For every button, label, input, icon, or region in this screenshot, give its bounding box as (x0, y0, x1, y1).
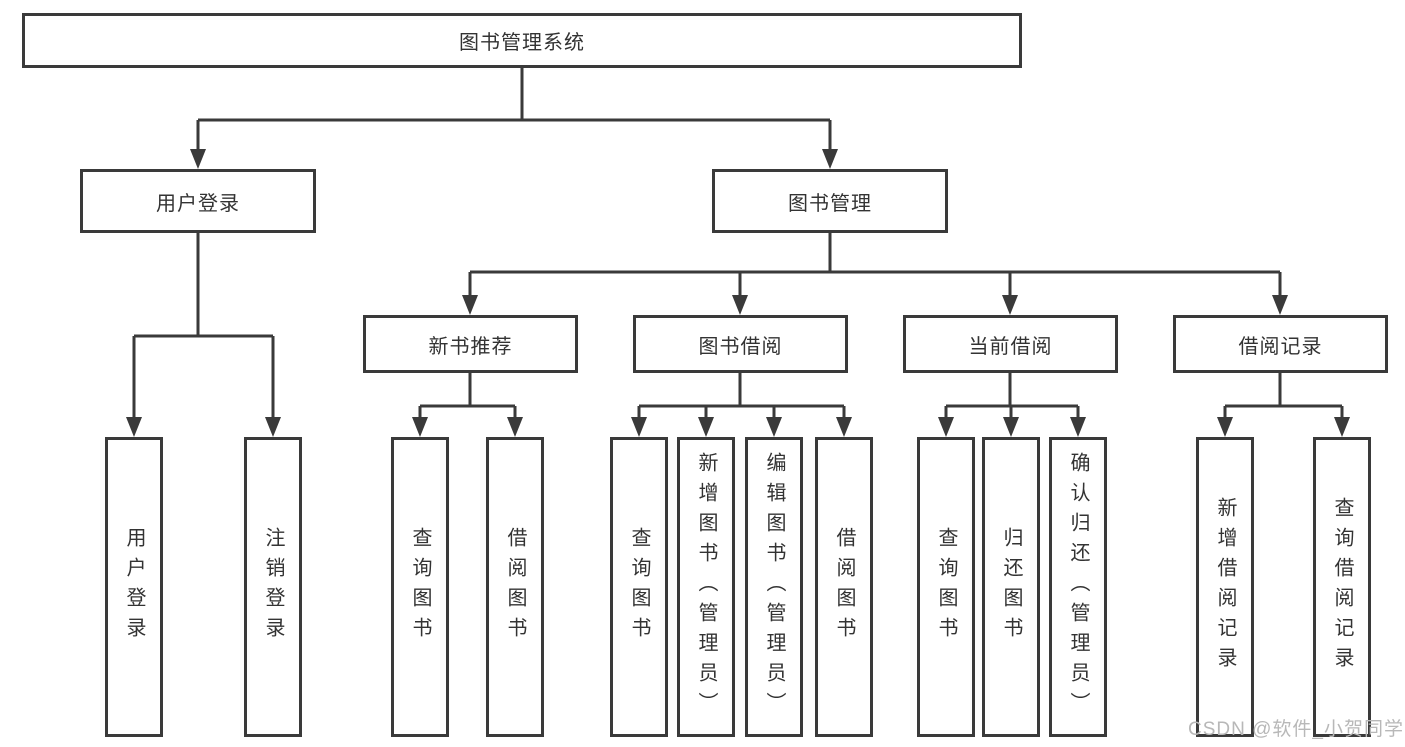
leaf-query-borrow-record: 查询借阅记录 (1313, 437, 1371, 737)
leaf-borrow-books: 借阅图书 (815, 437, 873, 737)
node-root-library-system: 图书管理系统 (22, 13, 1022, 68)
leaf-confirm-return-admin: 确认归还（管理员） (1049, 437, 1107, 737)
leaf-query-books-borrow: 查询图书 (610, 437, 668, 737)
leaf-logout: 注销登录 (244, 437, 302, 737)
node-new-book-recommend: 新书推荐 (363, 315, 578, 373)
leaf-borrow-books-recommend: 借阅图书 (486, 437, 544, 737)
node-current-borrow: 当前借阅 (903, 315, 1118, 373)
leaf-user-login: 用户登录 (105, 437, 163, 737)
leaf-return-books: 归还图书 (982, 437, 1040, 737)
leaf-edit-books-admin: 编辑图书（管理员） (745, 437, 803, 737)
leaf-add-books-admin: 新增图书（管理员） (677, 437, 735, 737)
node-book-management: 图书管理 (712, 169, 948, 233)
leaf-query-books-current: 查询图书 (917, 437, 975, 737)
arrowheads (126, 149, 1350, 437)
leaf-query-books-recommend: 查询图书 (391, 437, 449, 737)
leaf-add-borrow-record: 新增借阅记录 (1196, 437, 1254, 737)
csdn-watermark: CSDN @软件_小贺同学 (1188, 719, 1404, 740)
node-user-login: 用户登录 (80, 169, 316, 233)
node-borrow-records: 借阅记录 (1173, 315, 1388, 373)
node-book-borrow: 图书借阅 (633, 315, 848, 373)
